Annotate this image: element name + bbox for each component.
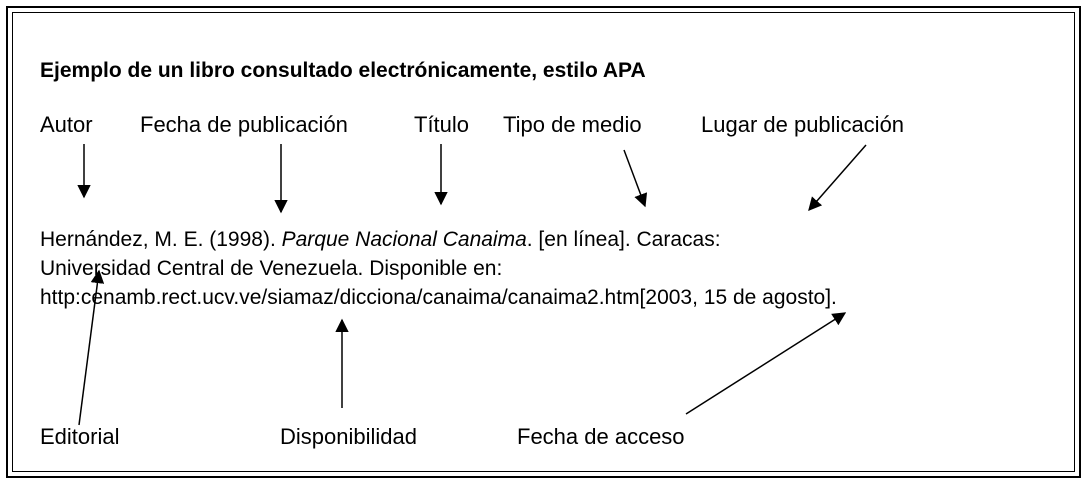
label-titulo: Título [414,112,470,137]
label-fecha-publicacion: Fecha de publicación [140,112,348,137]
diagram-title: Ejemplo de un libro consultado electróni… [40,59,646,82]
reference-medium-place: . [en línea]. Caracas: [526,228,721,251]
label-tipo-medio: Tipo de medio [503,112,642,137]
reference-book-title: Parque Nacional Canaima [281,228,527,251]
label-disponibilidad: Disponibilidad [280,424,417,449]
reference-line-2: Universidad Central de Venezuela. Dispon… [40,257,503,280]
reference-line-1: Hernández, M. E. (1998). Parque Nacional… [40,229,721,250]
label-editorial: Editorial [40,424,120,449]
label-autor: Autor [40,112,93,137]
reference-line-3: http:cenamb.rect.ucv.ve/siamaz/dicciona/… [40,286,837,309]
label-fecha-acceso: Fecha de acceso [517,424,685,449]
label-lugar-publicacion: Lugar de publicación [701,112,905,137]
outer-border [6,6,1081,478]
inner-border [12,12,1075,472]
reference-author-date: Hernández, M. E. (1998). [40,228,282,251]
